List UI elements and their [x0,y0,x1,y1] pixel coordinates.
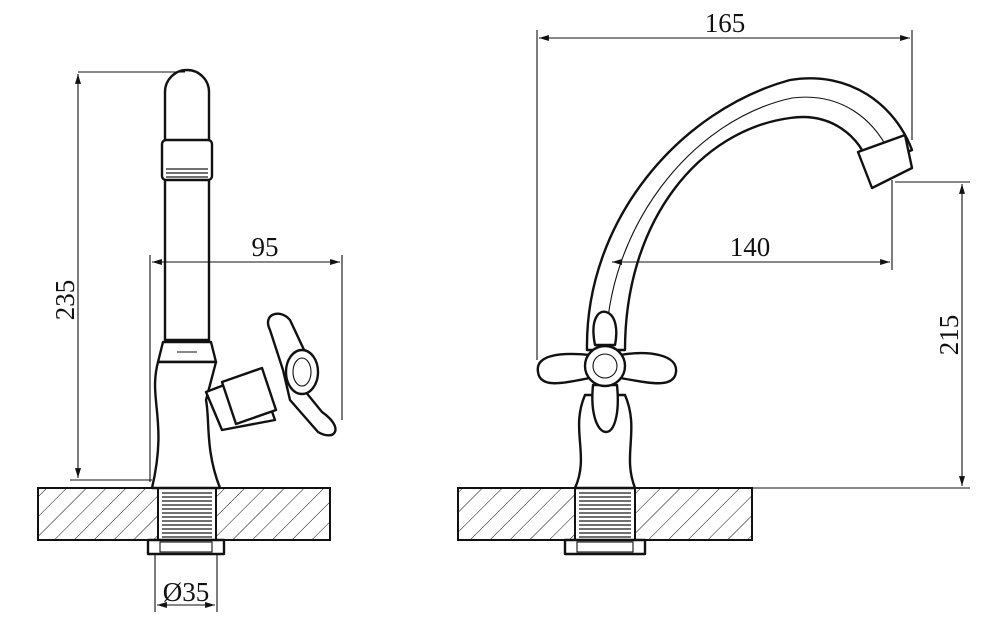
spout-tube [163,68,211,342]
dim-height-215: 215 [934,315,964,356]
handle-left [266,312,337,437]
side-view: 235 95 Ø35 [37,68,343,612]
front-view: 165 140 215 [457,8,970,556]
dim-diameter-35: Ø35 [163,577,210,607]
spout-arc [585,77,914,352]
aerator-right [856,133,914,190]
nut-right [563,538,647,556]
dim-reach-95: 95 [252,232,279,262]
nut-left [146,538,226,556]
dim-height-235: 235 [50,280,80,321]
handle-right [536,352,592,385]
dim-width-165: 165 [705,8,746,38]
dim-reach-140: 140 [730,232,771,262]
body-left [150,360,222,490]
